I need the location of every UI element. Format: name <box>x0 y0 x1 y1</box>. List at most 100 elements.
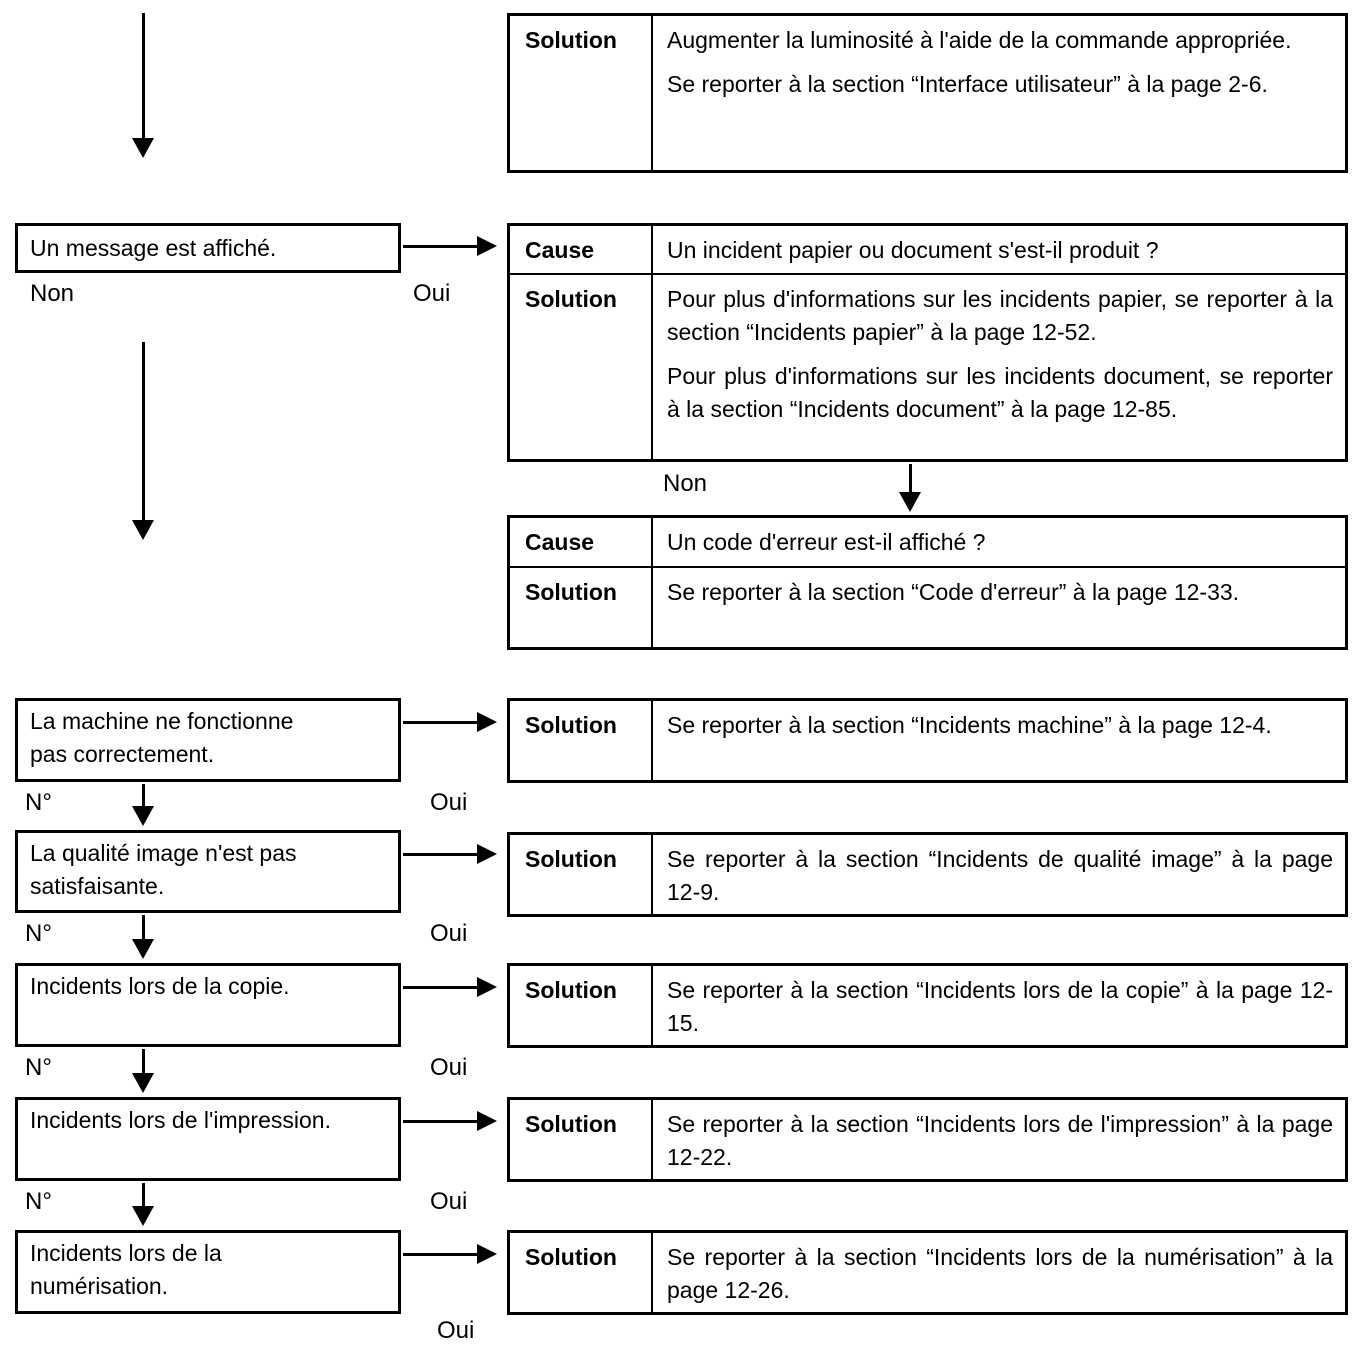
table-content-cell: Un code d'erreur est-il affiché ? <box>653 518 1345 566</box>
flow-box-text: pas correctement. <box>30 741 215 767</box>
right-arrow-impression-stem <box>403 1120 477 1123</box>
table-content-cell: Un incident papier ou document s'est-il … <box>653 226 1345 273</box>
label-no: N° <box>25 1188 52 1215</box>
down-arrow-gap3-head <box>132 1073 154 1093</box>
table-header-cell: Cause <box>510 226 653 273</box>
table-content-cell: Se reporter à la section “Incidents de q… <box>653 835 1345 914</box>
label-oui: Oui <box>437 1317 475 1344</box>
right-arrow-qualite-head <box>477 844 497 864</box>
right-arrow-message-head <box>477 236 497 256</box>
flow-box-copie: Incidents lors de la copie. <box>15 963 401 1047</box>
down-arrow-gap4-stem <box>142 1183 145 1206</box>
table-paragraph: Pour plus d'informations sur les inciden… <box>667 286 1333 345</box>
table-content-cell: Pour plus d'informations sur les inciden… <box>653 275 1345 459</box>
right-arrow-copie-head <box>477 977 497 997</box>
label-no: N° <box>25 1054 52 1081</box>
table-row: Solution Se reporter à la section “Incid… <box>510 835 1345 914</box>
down-arrow-top-head <box>132 138 154 158</box>
solution-table-copie: Solution Se reporter à la section “Incid… <box>507 963 1348 1048</box>
table-header-cell: Solution <box>510 16 653 170</box>
flow-box-text: numérisation. <box>30 1273 169 1299</box>
table-row: Cause Un incident papier ou document s'e… <box>510 226 1345 273</box>
table-paragraph: Un code d'erreur est-il affiché ? <box>667 529 986 555</box>
flow-box-impression: Incidents lors de l'impression. <box>15 1097 401 1181</box>
label-oui: Oui <box>430 1054 468 1081</box>
label-oui: Oui <box>430 789 468 816</box>
down-arrow-gap4-head <box>132 1206 154 1226</box>
flow-box-numerisation: Incidents lors de la numérisation. <box>15 1230 401 1314</box>
flow-box-text: satisfaisante. <box>30 873 165 899</box>
table-content-cell: Se reporter à la section “Code d'erreur”… <box>653 568 1345 647</box>
table-header-cell: Solution <box>510 568 653 647</box>
flow-box-text: Incidents lors de la copie. <box>30 973 290 999</box>
down-arrow-gap2-head <box>132 939 154 959</box>
right-arrow-impression-head <box>477 1111 497 1131</box>
table-content-cell: Se reporter à la section “Incidents lors… <box>653 1100 1345 1179</box>
down-arrow-gap1-head <box>132 806 154 826</box>
table-row: Solution Pour plus d'informations sur le… <box>510 273 1345 459</box>
solution-table-machine: Solution Se reporter à la section “Incid… <box>507 698 1348 783</box>
table-content-cell: Se reporter à la section “Incidents lors… <box>653 1233 1345 1312</box>
flow-box-text: La machine ne fonctionne <box>30 708 294 734</box>
label-non: Non <box>30 280 75 307</box>
table-row: Solution Augmenter la luminosité à l'aid… <box>510 16 1345 170</box>
down-arrow-gap1-stem <box>142 784 145 806</box>
table-row: Cause Un code d'erreur est-il affiché ? <box>510 518 1345 566</box>
table-paragraph: Augmenter la luminosité à l'aide de la c… <box>667 27 1292 53</box>
cause-solution-table-code-erreur: Cause Un code d'erreur est-il affiché ? … <box>507 515 1348 650</box>
down-arrow-gap2-stem <box>142 915 145 939</box>
down-arrow-left-head <box>132 520 154 540</box>
solution-table-qualite-image: Solution Se reporter à la section “Incid… <box>507 832 1348 917</box>
table-paragraph: Se reporter à la section “Code d'erreur”… <box>667 579 1240 605</box>
table-row: Solution Se reporter à la section “Incid… <box>510 966 1345 1045</box>
label-non: Non <box>663 470 708 497</box>
table-header-cell: Solution <box>510 701 653 780</box>
label-oui: Oui <box>413 280 451 307</box>
right-arrow-qualite-stem <box>403 853 477 856</box>
table-header-cell: Cause <box>510 518 653 566</box>
table-paragraph: Un incident papier ou document s'est-il … <box>667 237 1159 263</box>
table-paragraph: Se reporter à la section “Interface util… <box>667 71 1268 97</box>
table-content-cell: Se reporter à la section “Incidents mach… <box>653 701 1345 780</box>
flow-box-text: Un message est affiché. <box>30 234 277 261</box>
label-oui: Oui <box>430 1188 468 1215</box>
cause-solution-table-papier: Cause Un incident papier ou document s'e… <box>507 223 1348 462</box>
table-content-cell: Se reporter à la section “Incidents lors… <box>653 966 1345 1045</box>
table-paragraph: Pour plus d'informations sur les inciden… <box>667 363 1333 422</box>
table-content-cell: Augmenter la luminosité à l'aide de la c… <box>653 16 1345 170</box>
flow-box-text: Incidents lors de l'impression. <box>30 1107 331 1133</box>
flow-box-text: Incidents lors de la <box>30 1240 222 1266</box>
solution-table-impression: Solution Se reporter à la section “Incid… <box>507 1097 1348 1182</box>
table-paragraph: Se reporter à la section “Incidents lors… <box>667 1111 1333 1170</box>
down-arrow-top-stem <box>142 13 145 140</box>
down-arrow-non-stem <box>909 464 912 492</box>
solution-table-luminosite: Solution Augmenter la luminosité à l'aid… <box>507 13 1348 173</box>
table-row: Solution Se reporter à la section “Incid… <box>510 701 1345 780</box>
table-paragraph: Se reporter à la section “Incidents de q… <box>667 846 1333 905</box>
table-row: Solution Se reporter à la section “Incid… <box>510 1100 1345 1179</box>
label-no: N° <box>25 789 52 816</box>
right-arrow-message-stem <box>403 245 477 248</box>
right-arrow-copie-stem <box>403 986 477 989</box>
flow-box-text: La qualité image n'est pas <box>30 840 297 866</box>
solution-table-numerisation: Solution Se reporter à la section “Incid… <box>507 1230 1348 1315</box>
table-header-cell: Solution <box>510 275 653 459</box>
table-header-cell: Solution <box>510 966 653 1045</box>
down-arrow-left-stem <box>142 342 145 520</box>
table-paragraph: Se reporter à la section “Incidents lors… <box>667 977 1333 1036</box>
right-arrow-numerisation-head <box>477 1244 497 1264</box>
flow-box-qualite-image: La qualité image n'est pas satisfaisante… <box>15 830 401 913</box>
table-header-cell: Solution <box>510 1100 653 1179</box>
flow-box-message: Un message est affiché. <box>15 223 401 273</box>
label-oui: Oui <box>430 920 468 947</box>
table-header-cell: Solution <box>510 835 653 914</box>
table-row: Solution Se reporter à la section “Incid… <box>510 1233 1345 1312</box>
table-paragraph: Se reporter à la section “Incidents mach… <box>667 712 1272 738</box>
right-arrow-machine-stem <box>403 721 477 724</box>
right-arrow-machine-head <box>477 712 497 732</box>
flow-box-machine: La machine ne fonctionne pas correctemen… <box>15 698 401 782</box>
table-paragraph: Se reporter à la section “Incidents lors… <box>667 1244 1333 1303</box>
down-arrow-gap3-stem <box>142 1049 145 1073</box>
table-header-cell: Solution <box>510 1233 653 1312</box>
